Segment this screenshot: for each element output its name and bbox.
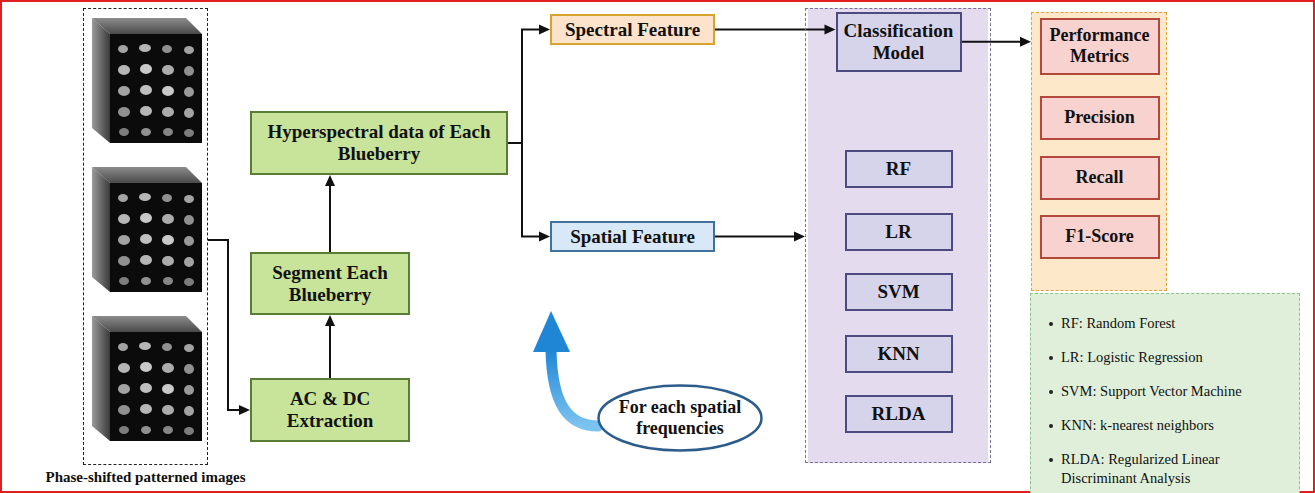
bullet-dot — [1049, 458, 1053, 462]
model-box: LR — [845, 213, 953, 251]
box-label: Segment Each Blueberry — [260, 262, 400, 306]
connector-arrow — [208, 240, 241, 410]
abbreviation-text: SVM: Support Vector Machine — [1061, 382, 1286, 401]
arrowhead — [539, 25, 550, 35]
box-label: AC & DC Extraction — [260, 388, 400, 432]
model-group: Classification ModelRF LR SVM KNN RLDA — [805, 8, 991, 463]
arrowhead — [794, 232, 805, 242]
box-label: Spectral Feature — [556, 19, 709, 41]
abbreviation-text: KNN: k-nearest neighbors — [1061, 416, 1286, 435]
bullet-dot — [1049, 424, 1053, 428]
box-label: Precision — [1048, 107, 1152, 128]
abbreviation-box: RF: Random ForestLR: Logistic Regression… — [1030, 293, 1300, 493]
model-box: RLDA — [845, 395, 953, 433]
box-label: For each spatial frequencies — [610, 397, 750, 438]
box-label: Recall — [1048, 167, 1152, 188]
box-label: Classification Model — [842, 20, 956, 64]
feature-box: Spatial Feature — [550, 221, 715, 252]
arrowhead — [1020, 37, 1031, 47]
model-box: SVM — [845, 273, 953, 311]
metric-box: F1-Score — [1040, 215, 1160, 259]
box-label: Spatial Feature — [556, 226, 709, 248]
arrowhead — [539, 232, 550, 242]
hyperspectral-cube — [92, 18, 202, 143]
process-box: AC & DC Extraction — [250, 378, 410, 442]
arrowhead — [239, 405, 250, 415]
connector-arrow — [508, 30, 541, 144]
process-box: Segment Each Blueberry — [250, 252, 410, 315]
loop-ellipse: For each spatial frequencies — [597, 384, 763, 452]
hyperspectral-cube — [92, 167, 202, 292]
bullet-dot — [1049, 356, 1053, 360]
abbreviation-row: RLDA: Regularized Linear Discriminant An… — [1049, 450, 1289, 488]
connector-arrow — [508, 143, 541, 237]
box-label: SVM — [851, 281, 947, 303]
abbreviation-row: SVM: Support Vector Machine — [1049, 382, 1289, 401]
abbreviation-row: LR: Logistic Regression — [1049, 348, 1289, 367]
box-label: KNN — [851, 343, 947, 365]
loop-arrow — [551, 350, 598, 426]
image-caption: Phase-shifted patterned images — [46, 469, 246, 486]
connector-arrow — [715, 236, 796, 238]
connector-arrow — [962, 41, 1023, 43]
abbreviation-row: RF: Random Forest — [1049, 314, 1289, 333]
loop-arrowhead — [533, 311, 570, 352]
abbreviation-text: LR: Logistic Regression — [1061, 348, 1286, 367]
abbreviation-row: KNN: k-nearest neighbors — [1049, 416, 1289, 435]
connector-arrow — [329, 184, 331, 252]
process-box: Hyperspectral data of Each Blueberry — [250, 111, 508, 175]
box-label: LR — [851, 221, 947, 243]
metric-box: Performance Metrics — [1040, 18, 1160, 75]
metric-box: Recall — [1040, 156, 1160, 200]
connector-arrow — [329, 324, 331, 378]
box-label: RF — [851, 158, 947, 180]
bullet-dot — [1049, 390, 1053, 394]
arrowhead — [825, 25, 836, 35]
box-label: RLDA — [851, 403, 947, 425]
ellipse-shape — [599, 386, 762, 451]
box-label: Hyperspectral data of Each Blueberry — [260, 121, 498, 165]
model-box: Classification Model — [836, 12, 962, 72]
bullet-dot — [1049, 322, 1053, 326]
metric-box: Precision — [1040, 96, 1160, 140]
hyperspectral-cube — [92, 316, 202, 441]
connector-arrow — [715, 29, 827, 31]
model-box: KNN — [845, 335, 953, 373]
box-label: F1-Score — [1048, 226, 1152, 247]
image-group-box: Phase-shifted patterned images — [83, 8, 208, 465]
abbreviation-text: RF: Random Forest — [1061, 314, 1286, 333]
arrowhead — [325, 315, 335, 326]
box-label: Performance Metrics — [1048, 25, 1152, 66]
metrics-group: Performance MetricsPrecisionRecallF1-Sco… — [1031, 12, 1167, 291]
model-box: RF — [845, 150, 953, 188]
arrowhead — [325, 175, 335, 186]
feature-box: Spectral Feature — [550, 14, 715, 45]
abbreviation-text: RLDA: Regularized Linear Discriminant An… — [1061, 450, 1286, 488]
